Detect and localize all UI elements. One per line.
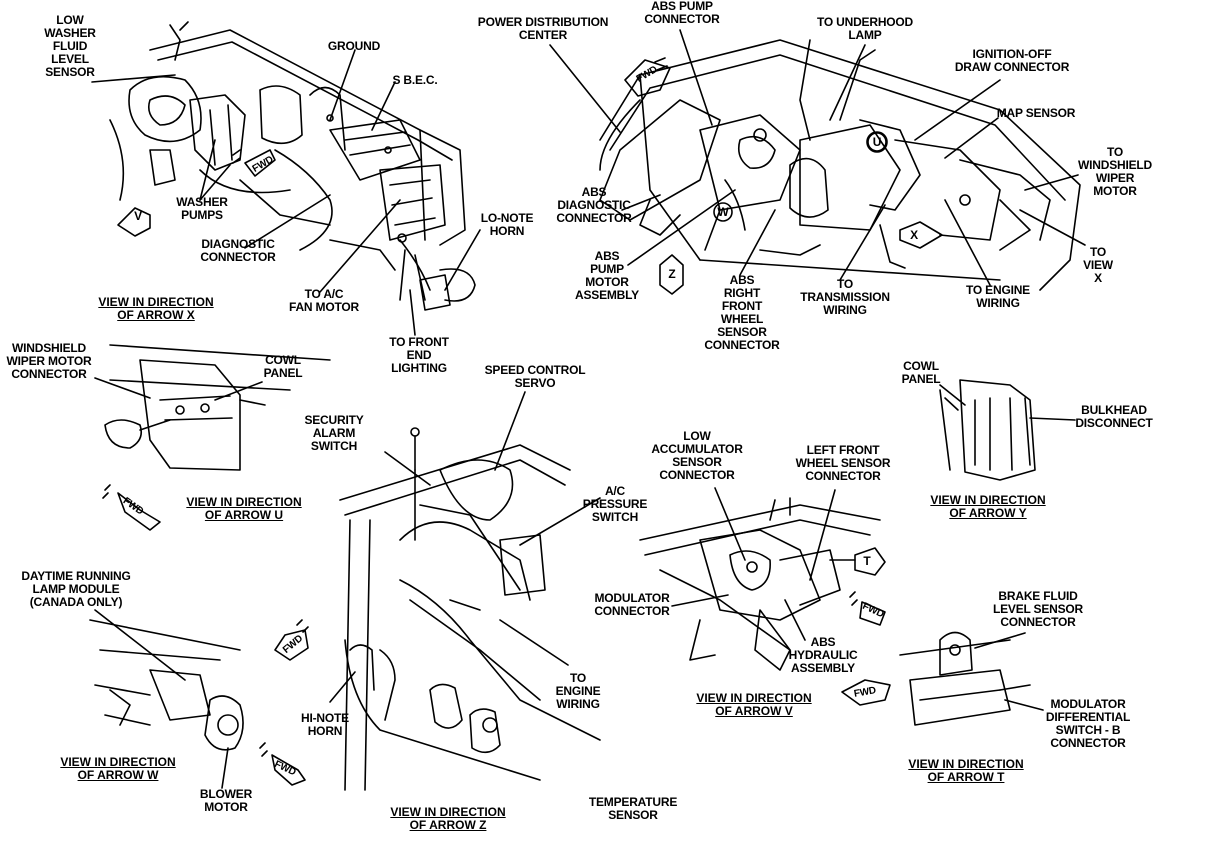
view-caption-v: VIEW IN DIRECTION OF ARROW V (696, 691, 812, 718)
label-engine-wiring-top: TO ENGINE WIRING (966, 283, 1030, 310)
view-v-illustration (639, 487, 881, 671)
label-bulkhead-disconnect: BULKHEAD DISCONNECT (1075, 403, 1153, 430)
label-cowl-panel-y: COWL PANEL (901, 359, 941, 386)
arrow-letter-t: T (863, 554, 871, 568)
label-washer-pumps: WASHER PUMPS (176, 195, 228, 222)
view-caption-x: VIEW IN DIRECTION OF ARROW X (98, 295, 214, 322)
label-modulator-connector: MODULATOR CONNECTOR (594, 591, 670, 618)
arrow-t-marker (854, 547, 886, 576)
view-caption-y: VIEW IN DIRECTION OF ARROW Y (930, 493, 1046, 520)
label-windshield-wiper-motor: TO WINDSHIELD WIPER MOTOR (1078, 145, 1152, 198)
label-ignition-off-draw-connector: IGNITION-OFF DRAW CONNECTOR (954, 47, 1070, 74)
view-caption-u: VIEW IN DIRECTION OF ARROW U (186, 495, 302, 522)
view-y-illustration (939, 379, 1076, 481)
view-caption-t: VIEW IN DIRECTION OF ARROW T (908, 757, 1024, 784)
label-map-sensor: MAP SENSOR (996, 106, 1076, 120)
label-sbec: S B.E.C. (392, 73, 438, 87)
view-caption-w: VIEW IN DIRECTION OF ARROW W (60, 755, 176, 782)
fwd-arrow-t (841, 679, 891, 706)
view-caption-z: VIEW IN DIRECTION OF ARROW Z (390, 805, 506, 832)
view-u-illustration (94, 344, 331, 471)
label-engine-wiring-z: TO ENGINE WIRING (555, 671, 601, 711)
view-w-illustration (89, 609, 244, 789)
fwd-arrow-z (274, 619, 309, 661)
label-to-view-x: TO VIEW X (1083, 245, 1113, 285)
label-brake-fluid-sensor: BRAKE FLUID LEVEL SENSOR CONNECTOR (992, 589, 1084, 629)
label-modulator-differential-switch: MODULATOR DIFFERENTIAL SWITCH - B CONNEC… (1045, 697, 1131, 750)
label-windshield-wiper-connector: WINDSHIELD WIPER MOTOR CONNECTOR (6, 341, 92, 381)
label-left-front-wheel-sensor: LEFT FRONT WHEEL SENSOR CONNECTOR (795, 443, 891, 483)
label-abs-rf-wheel-sensor: ABS RIGHT FRONT WHEEL SENSOR CONNECTOR (704, 273, 780, 352)
label-abs-hydraulic-assembly: ABS HYDRAULIC ASSEMBLY (788, 635, 858, 675)
label-ac-pressure-switch: A/C PRESSURE SWITCH (582, 484, 648, 524)
engine-bay-overview (549, 29, 1086, 291)
arrow-u-marker (867, 132, 887, 152)
view-x-illustration (91, 21, 481, 336)
label-cowl-panel-u: COWL PANEL (263, 353, 303, 380)
fwd-arrow-u (102, 484, 161, 531)
label-underhood-lamp: TO UNDERHOOD LAMP (816, 15, 914, 42)
label-diagnostic-connector: DIAGNOSTIC CONNECTOR (200, 237, 276, 264)
label-low-accumulator-sensor: LOW ACCUMULATOR SENSOR CONNECTOR (651, 429, 743, 482)
arrow-letter-w: W (717, 205, 729, 219)
label-blower-motor: BLOWER MOTOR (199, 787, 253, 814)
arrow-letter-x: X (910, 228, 918, 242)
label-security-alarm-switch: SECURITY ALARM SWITCH (304, 413, 364, 453)
fwd-arrow-x (232, 149, 276, 177)
label-abs-pump-connector: ABS PUMP CONNECTOR (644, 0, 720, 26)
label-low-washer-fluid-sensor: LOW WASHER FLUID LEVEL SENSOR (44, 13, 96, 79)
label-abs-diagnostic-connector: ABS DIAGNOSTIC CONNECTOR (556, 185, 632, 225)
label-speed-control-servo: SPEED CONTROL SERVO (484, 363, 586, 390)
arrow-z-marker (659, 254, 684, 295)
label-ground: GROUND (327, 39, 381, 53)
label-transmission-wiring: TO TRANSMISSION WIRING (800, 277, 890, 317)
view-z-illustration (329, 391, 601, 791)
label-lo-note-horn: LO-NOTE HORN (480, 211, 534, 238)
arrow-v-marker (117, 207, 151, 237)
arrow-letter-z: Z (668, 267, 676, 281)
label-temperature-sensor: TEMPERATURE SENSOR (588, 795, 678, 822)
arrow-letter-u: U (872, 135, 882, 149)
fwd-arrow-v (849, 591, 886, 626)
fwd-arrow-top (624, 57, 671, 97)
fwd-arrow-w (259, 742, 306, 786)
label-daytime-running-lamp: DAYTIME RUNNING LAMP MODULE (CANADA ONLY… (21, 569, 131, 609)
label-power-distribution-center: POWER DISTRIBUTION CENTER (477, 15, 609, 42)
arrow-x-marker (899, 221, 943, 249)
arrow-letter-v: V (134, 209, 142, 223)
label-hi-note-horn: HI-NOTE HORN (301, 711, 349, 738)
view-t-illustration (899, 631, 1044, 726)
label-front-end-lighting: TO FRONT END LIGHTING (389, 335, 449, 375)
label-ac-fan-motor: TO A/C FAN MOTOR (289, 287, 359, 314)
label-abs-pump-motor-assembly: ABS PUMP MOTOR ASSEMBLY (575, 249, 639, 302)
